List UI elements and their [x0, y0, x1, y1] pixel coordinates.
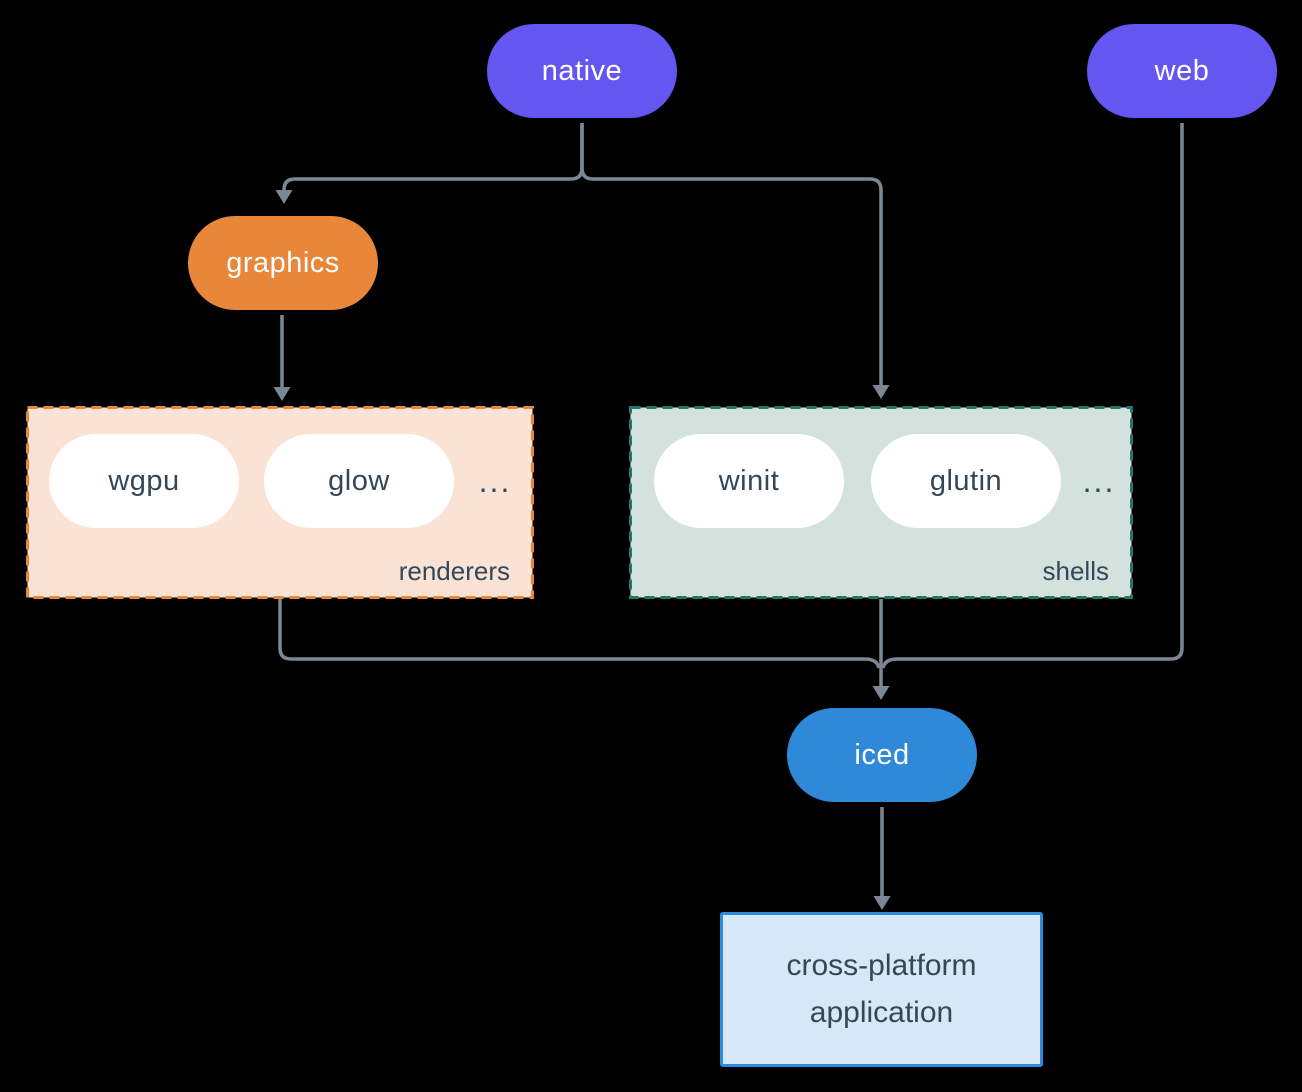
renderers-group-label: renderers	[398, 556, 510, 586]
edge-web-merge	[881, 123, 1184, 669]
shells-group-label: shells	[1042, 556, 1109, 586]
node-winit-label: winit	[718, 464, 780, 497]
node-glow-label: glow	[328, 464, 390, 497]
node-winit: winit	[654, 434, 844, 528]
arrowhead-app	[873, 896, 891, 910]
node-graphics-label: graphics	[226, 246, 340, 279]
node-iced-label: iced	[854, 738, 910, 771]
node-wgpu: wgpu	[49, 434, 239, 528]
node-web-label: web	[1154, 54, 1210, 87]
node-glow: glow	[264, 434, 454, 528]
app-label-line1: cross-platform	[786, 949, 977, 982]
app-label-line2: application	[809, 995, 954, 1029]
node-web: web	[1087, 24, 1277, 118]
shells-ellipsis: ...	[1082, 462, 1116, 499]
edge-native-graphics	[282, 123, 584, 191]
node-wgpu-label: wgpu	[108, 464, 180, 497]
arrowhead-shells	[872, 385, 890, 399]
arrowhead-graphics	[275, 190, 293, 204]
arrowhead-renderers	[273, 387, 291, 401]
node-glutin-label: glutin	[929, 464, 1003, 497]
node-native: native	[487, 24, 677, 118]
node-native-label: native	[541, 54, 623, 87]
edge-native-shells	[580, 123, 883, 385]
node-glutin: glutin	[871, 434, 1061, 528]
arrowhead-iced	[872, 686, 890, 700]
app-box: cross-platform application	[720, 912, 1043, 1067]
node-graphics: graphics	[188, 216, 378, 310]
renderers-ellipsis: ...	[478, 462, 512, 499]
edge-renderers-merge	[278, 599, 881, 669]
node-iced: iced	[787, 708, 977, 802]
